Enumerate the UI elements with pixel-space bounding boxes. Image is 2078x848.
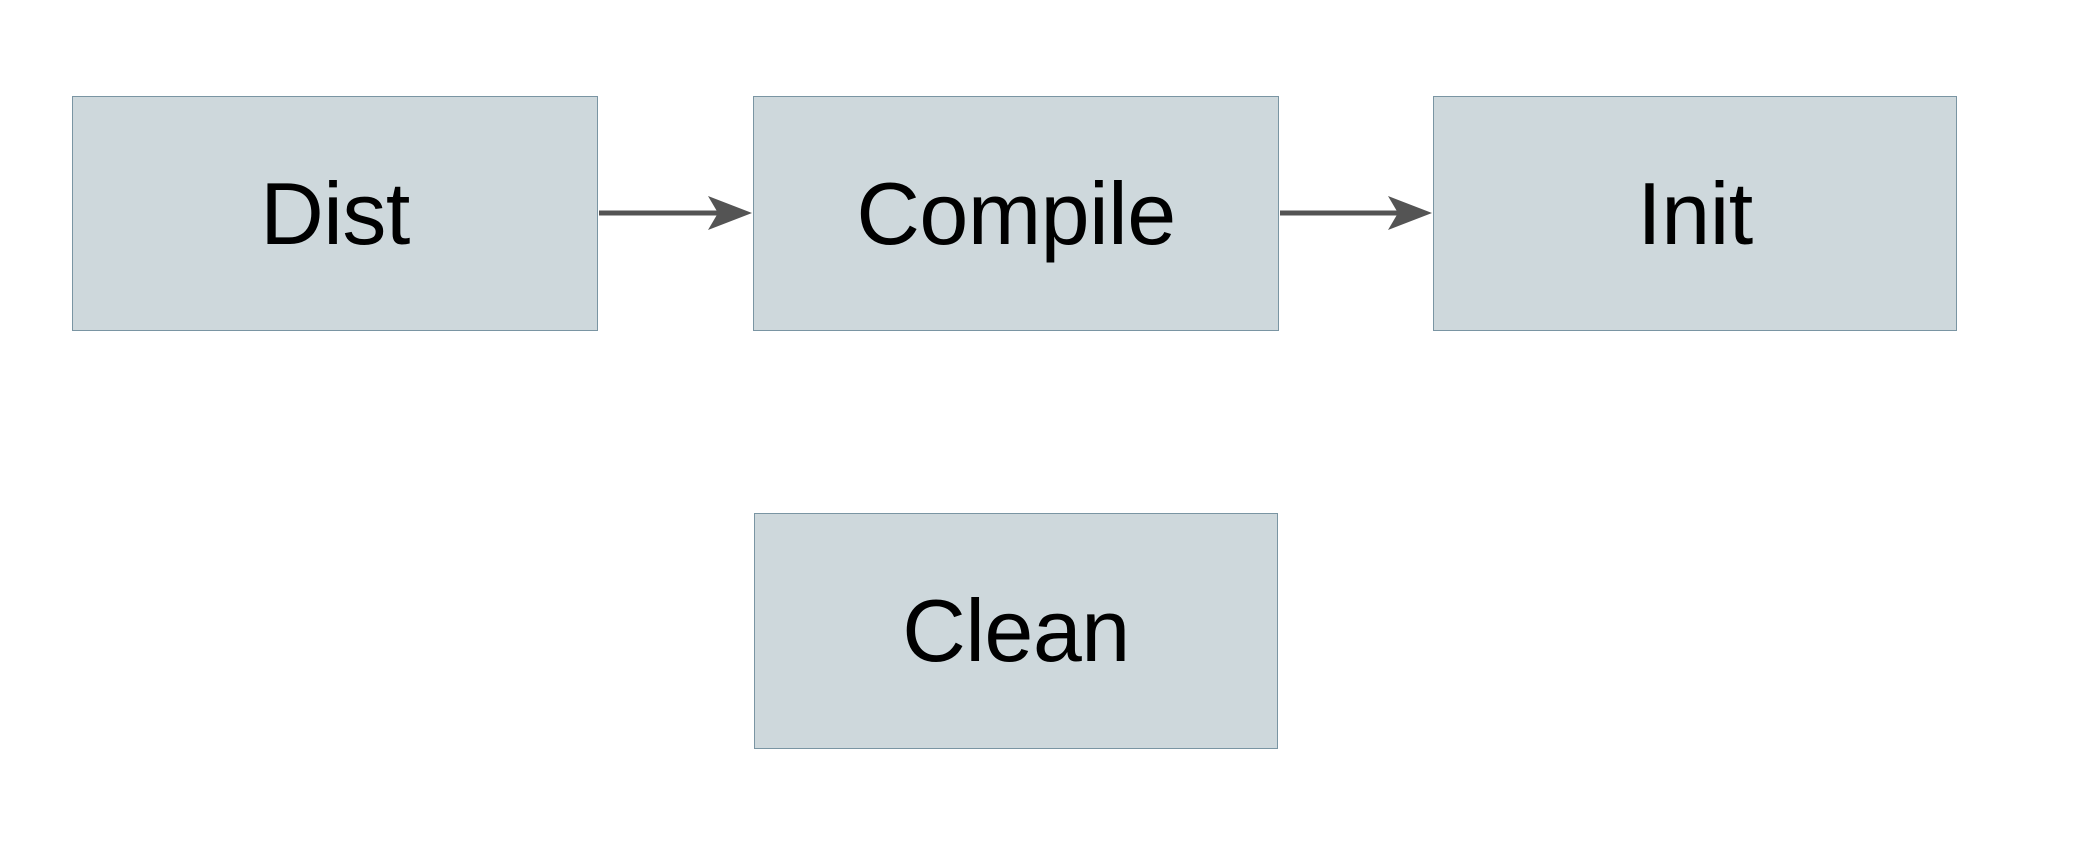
- node-init[interactable]: Init: [1433, 96, 1957, 331]
- node-compile-label: Compile: [856, 163, 1176, 263]
- edge-compile-to-init-arrowhead: [1388, 196, 1432, 230]
- edge-dist-to-compile[interactable]: [599, 196, 752, 230]
- node-compile[interactable]: Compile: [753, 96, 1279, 331]
- node-dist-label: Dist: [260, 163, 410, 263]
- edge-dist-to-compile-arrowhead: [708, 196, 752, 230]
- edge-compile-to-init[interactable]: [1280, 196, 1432, 230]
- node-dist[interactable]: Dist: [72, 96, 598, 331]
- node-clean[interactable]: Clean: [754, 513, 1278, 749]
- node-init-label: Init: [1637, 163, 1753, 263]
- node-clean-label: Clean: [902, 581, 1130, 680]
